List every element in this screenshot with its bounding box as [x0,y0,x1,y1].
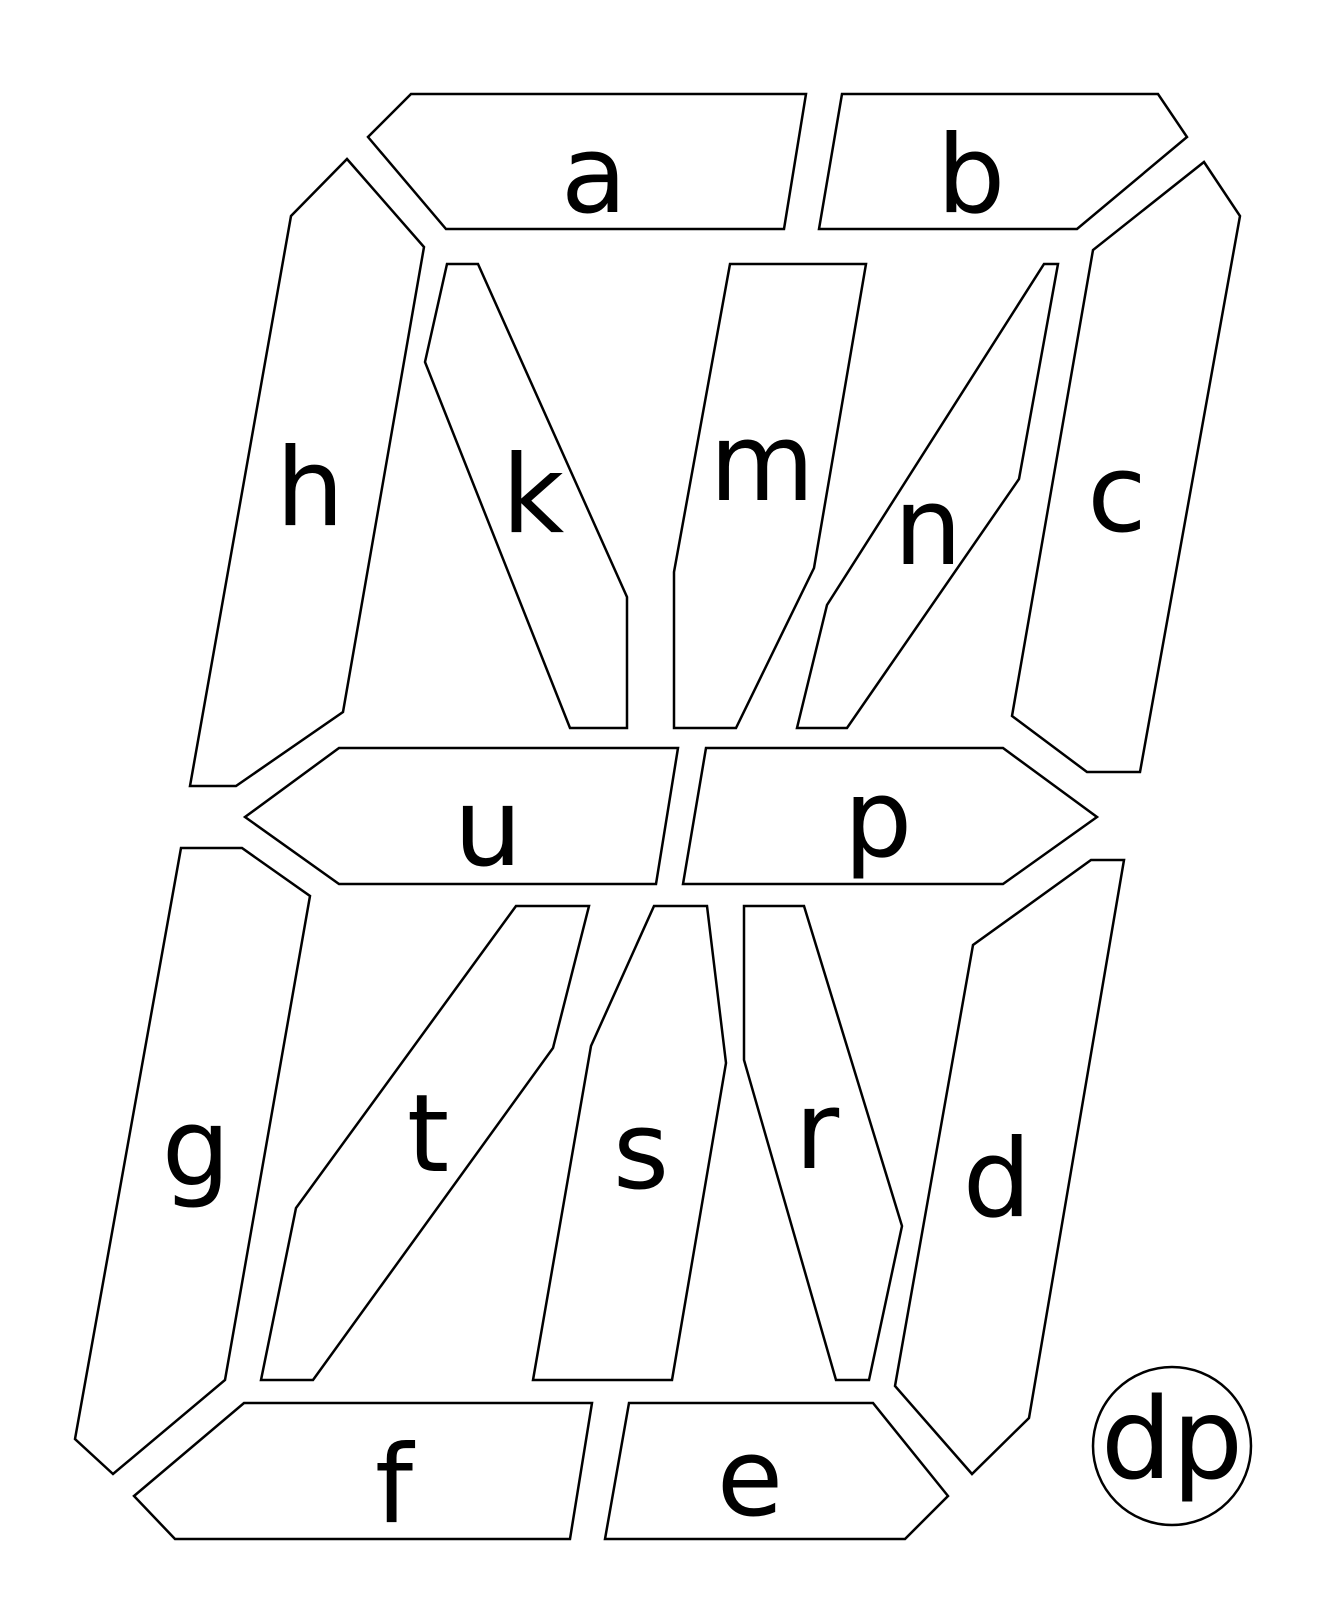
segment-s-label: s [613,1089,669,1214]
segment-r-shape [742,904,904,1382]
segment-a-label: a [561,113,627,238]
segment-c: c [1010,160,1242,774]
segment-s: s [531,904,728,1382]
segment-n: n [795,262,1060,730]
segment-f-shape [132,1401,594,1541]
segment-g: g [73,846,312,1476]
segment-b: b [817,92,1189,238]
segment-b-label: b [937,113,1006,238]
segment-p-label: p [844,757,913,882]
segment-dp: dp [1091,1365,1253,1527]
segment-b-shape [817,92,1189,231]
segment-t: t [259,904,591,1382]
segment-m-label: m [709,401,814,526]
segment-h-label: h [276,426,344,551]
segment-d-shape [893,858,1126,1476]
segment-r-label: r [795,1069,840,1194]
segment-e: e [603,1401,950,1541]
segment-h-shape [188,157,426,788]
segment-d-label: d [963,1117,1032,1242]
segment-g-label: g [162,1086,231,1211]
segment-m-shape [672,262,868,730]
segment-d: d [893,858,1126,1476]
segment-h: h [188,157,426,788]
segment-k-shape [423,262,629,730]
segment-g-shape [73,846,312,1476]
segment-dp-shape [1091,1365,1253,1527]
segment-s-shape [531,904,728,1382]
segment-f: f [132,1401,594,1548]
segment-p: p [681,746,1100,886]
segment-c-shape [1010,160,1242,774]
segment-n-label: n [894,465,962,590]
segment-u-label: u [454,766,522,891]
segment-f-label: f [375,1423,416,1548]
segment-e-shape [603,1401,950,1541]
segment-a-shape [366,92,808,231]
segment-c-label: c [1087,432,1146,557]
segment-t-shape [259,904,591,1382]
segment-k-label: k [502,433,565,558]
segment-e-label: e [717,1416,783,1541]
segment-p-shape [681,746,1100,886]
segment-t-label: t [407,1072,449,1197]
segment-u-shape [242,746,680,886]
segment-r: r [742,904,904,1382]
segment-m: m [672,262,868,730]
segment-n-shape [795,262,1060,730]
segment-k: k [423,262,629,730]
segment-u: u [242,746,680,891]
segment-a: a [366,92,808,238]
segment-dp-label: dp [1101,1375,1243,1505]
